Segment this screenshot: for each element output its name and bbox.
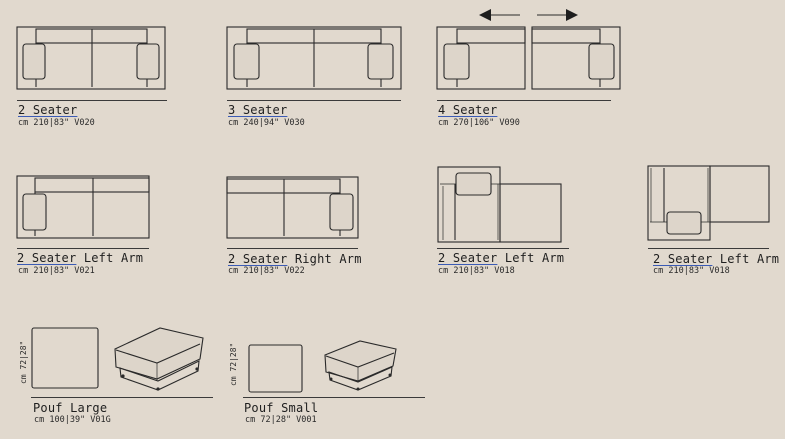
product-dimensions: cm 210|83" V018 xyxy=(438,266,515,276)
product-title: Pouf Small xyxy=(244,401,319,415)
product-title: 2 Seater Left Arm xyxy=(438,251,565,265)
divider-line xyxy=(648,248,769,249)
product-title: 4 Seater xyxy=(438,103,498,117)
divider-line xyxy=(31,397,213,398)
arrow-left-icon xyxy=(479,9,520,21)
divider-line xyxy=(227,100,401,101)
product-dimensions: cm 210|83" V022 xyxy=(228,266,305,276)
divider-line xyxy=(17,100,167,101)
divider-line xyxy=(437,248,569,249)
divider-line xyxy=(243,397,425,398)
divider-line xyxy=(437,100,611,101)
product-title: 2 Seater Left Arm xyxy=(17,251,144,265)
product-title: 2 Seater xyxy=(18,103,78,117)
product-title: 2 Seater Left Arm xyxy=(653,252,780,266)
product-dimensions: cm 240|94" V030 xyxy=(228,118,305,128)
product-title: Pouf Large xyxy=(33,401,108,415)
divider-line xyxy=(17,248,149,249)
product-dimensions: cm 270|106" V090 xyxy=(438,118,520,128)
product-dimensions: cm 72|28" V001 xyxy=(245,415,317,425)
product-dimensions: cm 210|83" V018 xyxy=(653,266,730,276)
product-title: 2 Seater Right Arm xyxy=(228,252,362,266)
product-title: 3 Seater xyxy=(228,103,288,117)
product-dimensions: cm 210|83" V020 xyxy=(18,118,95,128)
divider-line xyxy=(227,248,358,249)
arrow-right-icon xyxy=(537,9,578,21)
product-dimensions: cm 100|39" V01G xyxy=(34,415,111,425)
product-dimensions: cm 210|83" V021 xyxy=(18,266,95,276)
